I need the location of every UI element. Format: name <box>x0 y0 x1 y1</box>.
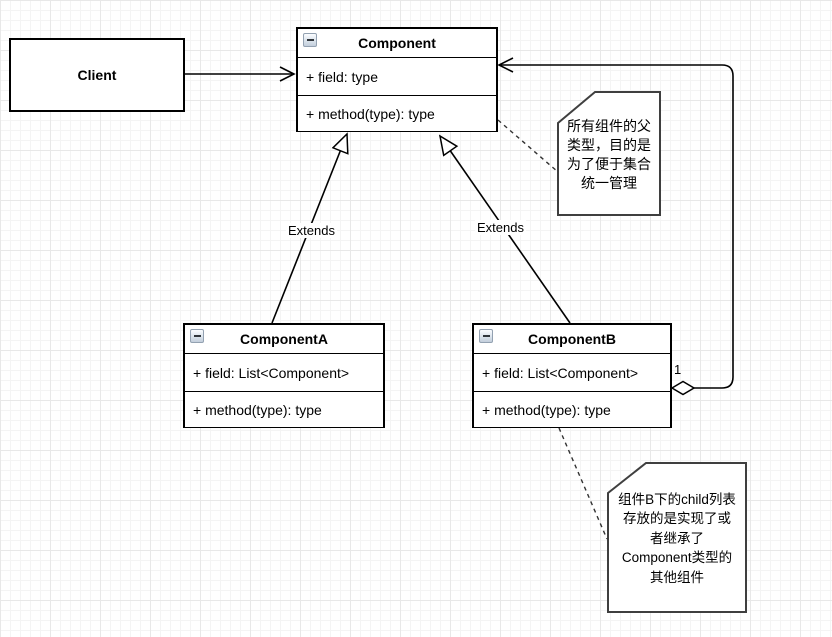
collapse-icon[interactable] <box>190 329 204 343</box>
edge-note-component[interactable] <box>497 119 559 173</box>
class-componenta-method[interactable]: + method(type): type <box>185 391 383 427</box>
class-component-method[interactable]: + method(type): type <box>298 95 496 131</box>
class-componentb-header: ComponentB <box>474 325 670 353</box>
note-shape-componentb[interactable] <box>607 462 747 613</box>
method-text: + method(type): type <box>306 105 435 122</box>
extends-label-b[interactable]: Extends <box>475 220 526 235</box>
class-componenta-header: ComponentA <box>185 325 383 353</box>
class-componentb[interactable]: ComponentB + field: List<Component> + me… <box>472 323 672 428</box>
class-component[interactable]: Component + field: type + method(type): … <box>296 27 498 132</box>
collapse-icon[interactable] <box>303 33 317 47</box>
multiplicity-label: 1 <box>674 362 682 377</box>
class-componentb-attribute[interactable]: + field: List<Component> <box>474 353 670 391</box>
note-shape-component[interactable] <box>557 91 661 216</box>
note-component-text: 所有组件的父 类型，目的是 为了便于集合 统一管理 <box>567 117 651 191</box>
class-component-attribute[interactable]: + field: type <box>298 57 496 95</box>
edge-note-componentb[interactable] <box>558 427 608 540</box>
minus-glyph <box>482 335 490 337</box>
method-text: + method(type): type <box>482 401 611 418</box>
class-componenta-attribute[interactable]: + field: List<Component> <box>185 353 383 391</box>
class-componenta[interactable]: ComponentA + field: List<Component> + me… <box>183 323 385 428</box>
client-label: Client <box>77 67 117 83</box>
edge-aggregation[interactable] <box>497 57 734 389</box>
attribute-text: + field: List<Component> <box>482 364 639 381</box>
class-component-title: Component <box>358 35 436 51</box>
aggregation-diamond-icon <box>670 380 696 396</box>
minus-glyph <box>193 335 201 337</box>
class-componentb-title: ComponentB <box>528 331 616 347</box>
minus-glyph <box>306 39 314 41</box>
class-componentb-method[interactable]: + method(type): type <box>474 391 670 427</box>
extends-label-a[interactable]: Extends <box>286 223 337 238</box>
client-box[interactable]: Client <box>9 38 185 112</box>
attribute-text: + field: type <box>306 68 378 85</box>
collapse-icon[interactable] <box>479 329 493 343</box>
method-text: + method(type): type <box>193 401 322 418</box>
attribute-text: + field: List<Component> <box>193 364 350 381</box>
class-componenta-title: ComponentA <box>240 331 328 347</box>
note-componentb-text: 组件B下的child列表 存放的是实现了或 者继承了 Component类型的 … <box>618 491 736 585</box>
class-component-header: Component <box>298 29 496 57</box>
